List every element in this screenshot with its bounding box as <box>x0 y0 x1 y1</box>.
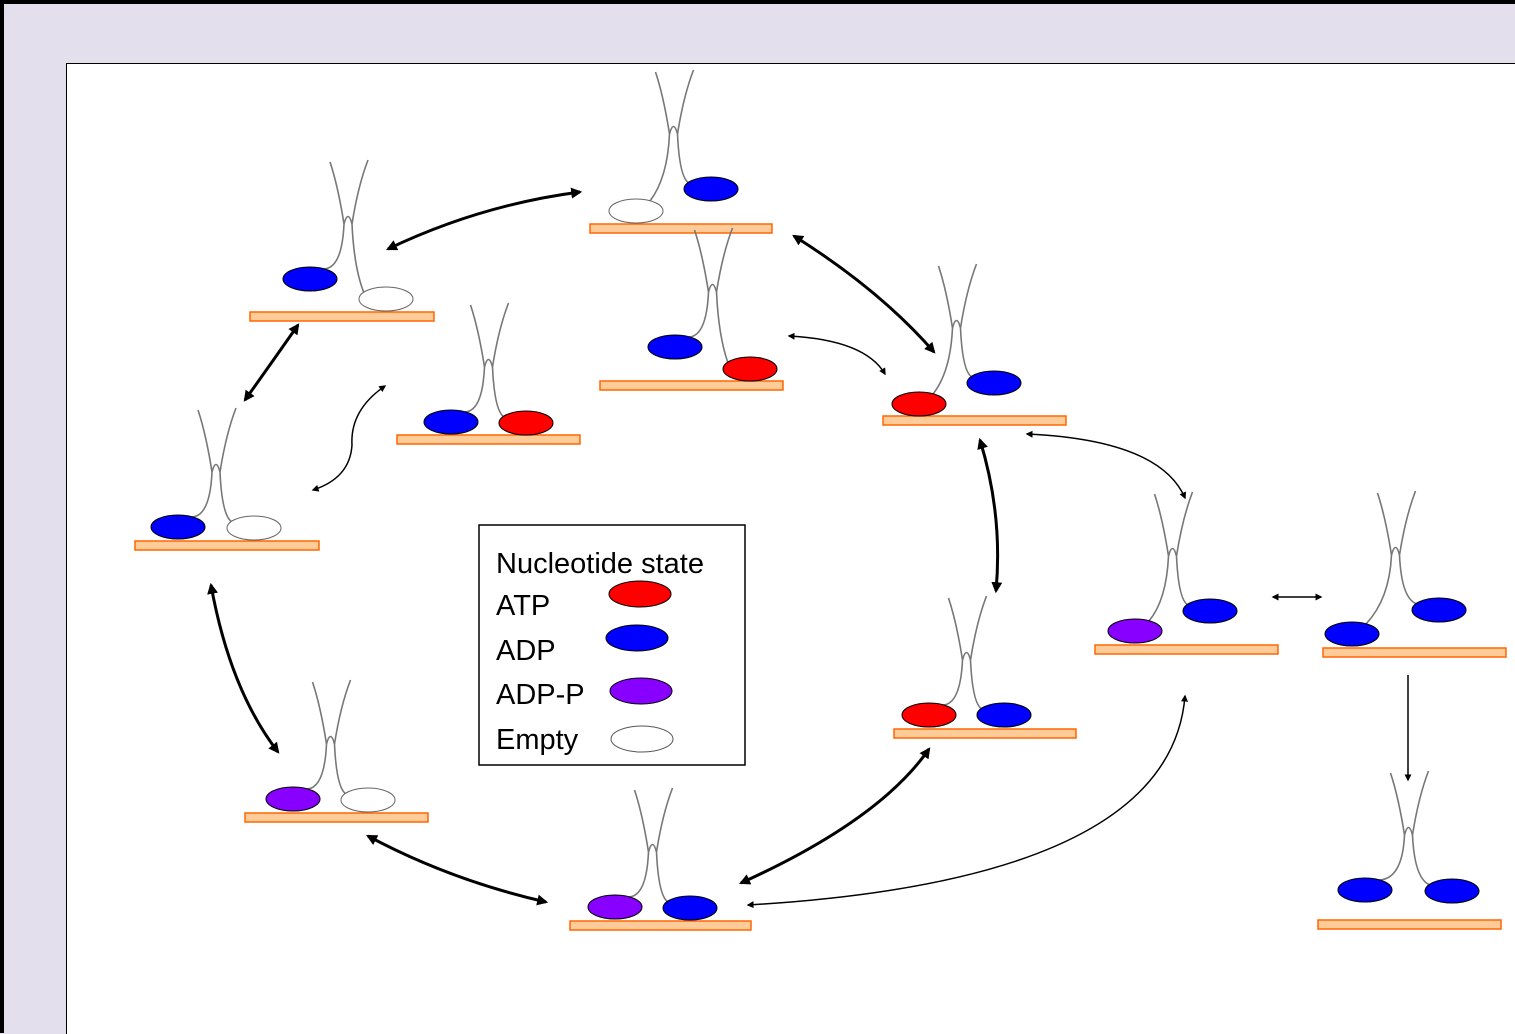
myosin-neck <box>649 69 695 202</box>
myosin-neck <box>628 787 674 903</box>
legend-swatch-adp-p <box>609 677 673 705</box>
myosin-head-rear <box>1107 618 1163 644</box>
myosin-head-front <box>1411 597 1467 623</box>
myosin-state <box>249 159 435 322</box>
myosin-head-front <box>1182 598 1238 624</box>
myosin-state <box>1322 490 1507 658</box>
myosin-head-rear <box>423 409 479 435</box>
myosin-neck <box>1378 770 1431 886</box>
myosin-head-rear <box>901 702 957 728</box>
myosin-head-front <box>966 370 1022 396</box>
myosin-neck <box>942 595 988 710</box>
actin-filament <box>244 812 429 823</box>
myosin-head-rear <box>1337 877 1393 903</box>
actin-filament <box>893 728 1077 739</box>
transition-arrow <box>738 747 931 885</box>
myosin-state <box>882 263 1067 426</box>
myosin-neck <box>306 679 352 795</box>
transition-arrow <box>207 582 280 754</box>
actin-filament <box>1094 644 1279 655</box>
myosin-head-front <box>976 702 1032 728</box>
transition-arrow <box>366 834 549 906</box>
myosin-head-front <box>683 176 739 202</box>
myosin-state <box>599 227 784 391</box>
transition-arrow <box>1025 430 1186 500</box>
myosin-neck <box>1365 490 1418 625</box>
actin-filament <box>134 540 320 551</box>
actin-filament <box>396 434 581 445</box>
actin-filament <box>882 415 1067 426</box>
myosin-neck <box>464 302 510 418</box>
myosin-head-rear <box>647 334 703 360</box>
transition-arrow <box>311 385 387 492</box>
legend: Nucleotide state ATP ADP ADP-P Empty <box>478 524 746 766</box>
legend-label-empty: Empty <box>496 724 579 756</box>
legend-label-adp-p: ADP-P <box>496 679 585 711</box>
myosin-head-rear <box>891 391 947 417</box>
myosin-neck <box>688 227 734 364</box>
legend-label-adp: ADP <box>496 635 556 667</box>
myosin-head-rear <box>265 786 321 812</box>
transition-arrow <box>386 187 583 251</box>
legend-swatch-atp <box>608 580 672 608</box>
myosin-head-rear <box>282 266 338 292</box>
legend-swatch-empty <box>610 725 674 753</box>
actin-filament <box>249 311 435 322</box>
myosin-state <box>134 407 320 551</box>
actin-filament <box>589 223 773 234</box>
myosin-state <box>1094 491 1279 655</box>
myosin-states <box>134 69 1507 931</box>
transition-arrow <box>787 332 886 376</box>
transition-arrow <box>243 323 300 402</box>
myosin-head-front <box>498 410 554 436</box>
myosin-head-rear <box>587 894 643 920</box>
transition-arrow <box>977 437 1003 594</box>
actin-filament <box>1322 647 1507 658</box>
legend-label-atp: ATP <box>496 590 550 622</box>
myosin-state <box>589 69 773 234</box>
myosin-head-front <box>358 286 414 312</box>
myosin-head-front <box>722 356 778 382</box>
myosin-head-rear <box>150 514 206 540</box>
actin-filament <box>599 380 784 391</box>
transition-arrow <box>792 234 936 354</box>
myosin-neck <box>932 263 978 395</box>
transition-arrow <box>746 694 1189 909</box>
myosin-state <box>569 787 752 931</box>
myosin-head-front <box>340 787 396 813</box>
legend-swatch-adp <box>605 624 669 652</box>
myosin-head-front <box>662 895 718 921</box>
myosin-head-front <box>1424 878 1480 904</box>
legend-title: Nucleotide state <box>496 548 704 580</box>
myosin-state <box>244 679 429 823</box>
myosin-state <box>1317 770 1502 930</box>
actin-filament <box>569 920 752 931</box>
myosin-state <box>893 595 1077 739</box>
myosin-neck <box>323 159 369 294</box>
myosin-head-rear <box>608 198 664 224</box>
actin-filament <box>1317 919 1502 930</box>
myosin-head-front <box>226 515 282 541</box>
myosin-state <box>396 302 581 445</box>
myosin-neck <box>1148 491 1194 622</box>
myosin-head-rear <box>1324 621 1380 647</box>
transition-arrows <box>207 187 1412 909</box>
myosin-neck <box>191 407 237 523</box>
